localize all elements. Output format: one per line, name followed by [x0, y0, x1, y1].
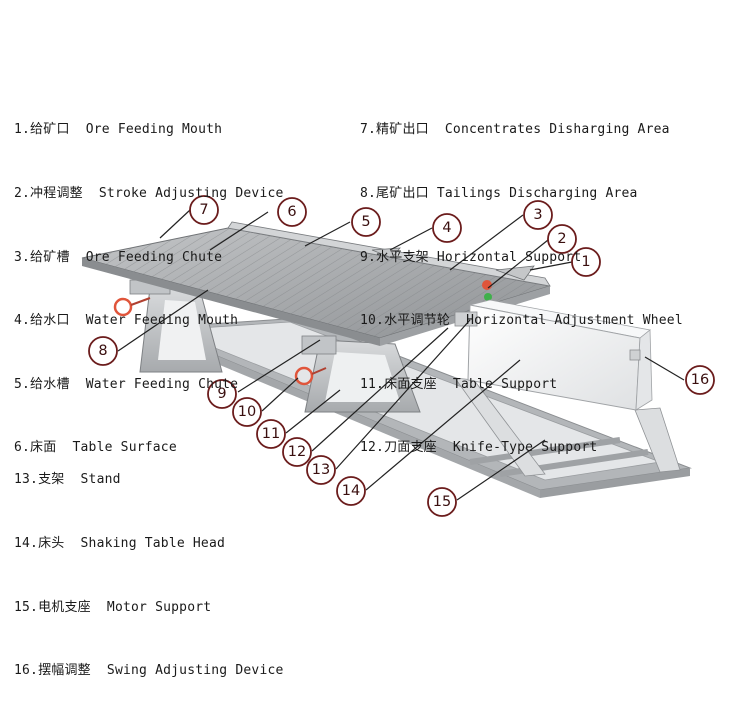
horizontal-adjustment-wheel — [294, 366, 327, 386]
legend-item-9: 9.水平支架 Horizontal Support — [360, 249, 582, 265]
svg-text:7: 7 — [199, 202, 208, 218]
callout-8: 8 — [88, 336, 118, 366]
svg-text:15: 15 — [433, 494, 451, 510]
callout-6: 6 — [277, 197, 307, 227]
legend-item-11: 11.床面支座 Table Support — [360, 376, 558, 392]
svg-text:12: 12 — [288, 444, 306, 460]
table-deck — [81, 221, 551, 346]
svg-text:14: 14 — [342, 483, 360, 499]
callout-7: 7 — [189, 195, 219, 225]
legend-bottom-left: 13.支架 Stand 14.床头 Shaking Table Head 15.… — [14, 427, 284, 703]
table-supports — [129, 279, 421, 413]
legend-item-13: 13.支架 Stand — [14, 472, 121, 488]
callout-10: 10 — [232, 397, 262, 427]
svg-text:13: 13 — [312, 462, 330, 478]
legend-item-1: 1.给矿口 Ore Feeding Mouth — [14, 122, 223, 138]
svg-text:9: 9 — [217, 386, 226, 402]
callout-3: 3 — [523, 200, 553, 230]
callout-2: 2 — [547, 224, 577, 254]
legend-item-16: 16.摆幅调整 Swing Adjusting Device — [14, 663, 284, 679]
legend-item-5: 5.给水槽 Water Feeding Chute — [14, 376, 239, 392]
callout-1: 1 — [571, 247, 601, 277]
svg-text:4: 4 — [442, 220, 451, 236]
svg-text:1: 1 — [581, 254, 590, 270]
shaking-table-head — [454, 299, 681, 477]
svg-text:6: 6 — [287, 204, 296, 220]
legend-item-4: 4.给水口 Water Feeding Mouth — [14, 313, 239, 329]
callout-11: 11 — [256, 419, 286, 449]
leader-lines — [117, 209, 685, 501]
legend-item-8: 8.尾矿出口 Tailings Discharging Area — [360, 186, 638, 201]
legend-item-7: 7.精矿出口 Concentrates Disharging Area — [360, 122, 670, 138]
legend-item-12: 12.刀面支座 Knife-Type Support — [360, 440, 598, 456]
callout-9: 9 — [207, 379, 237, 409]
callout-12: 12 — [282, 437, 312, 467]
callout-4: 4 — [432, 213, 462, 243]
svg-text:10: 10 — [238, 404, 256, 420]
svg-text:16: 16 — [691, 372, 709, 388]
legend-item-10: 10.水平调节轮 Horizontal Adjustment Wheel — [360, 313, 683, 329]
legend-top-right: 7.精矿出口 Concentrates Disharging Area 8.尾矿… — [360, 77, 683, 480]
callout-5: 5 — [351, 207, 381, 237]
callout-15: 15 — [427, 487, 457, 517]
handwheel-left — [113, 297, 151, 317]
shaking-table-illustration: 1 2 3 4 5 6 7 8 9 10 11 12 13 14 15 16 — [81, 195, 715, 517]
svg-text:11: 11 — [262, 426, 280, 442]
legend-item-3: 3.给矿槽 Ore Feeding Chute — [14, 249, 223, 265]
legend-top-left: 1.给矿口 Ore Feeding Mouth 2.冲程调整 Stroke Ad… — [14, 77, 284, 480]
svg-text:3: 3 — [533, 207, 542, 223]
legend-item-2: 2.冲程调整 Stroke Adjusting Device — [14, 186, 284, 201]
callout-16: 16 — [685, 365, 715, 395]
legend-item-14: 14.床头 Shaking Table Head — [14, 536, 226, 551]
svg-text:8: 8 — [98, 343, 107, 359]
diagram-canvas: 1 2 3 4 5 6 7 8 9 10 11 12 13 14 15 16 1… — [14, 77, 715, 678]
svg-text:5: 5 — [361, 214, 370, 230]
legend-item-6: 6.床面 Table Surface — [14, 440, 177, 456]
callout-14: 14 — [336, 476, 366, 506]
callout-13: 13 — [306, 455, 336, 485]
svg-text:2: 2 — [557, 231, 566, 247]
